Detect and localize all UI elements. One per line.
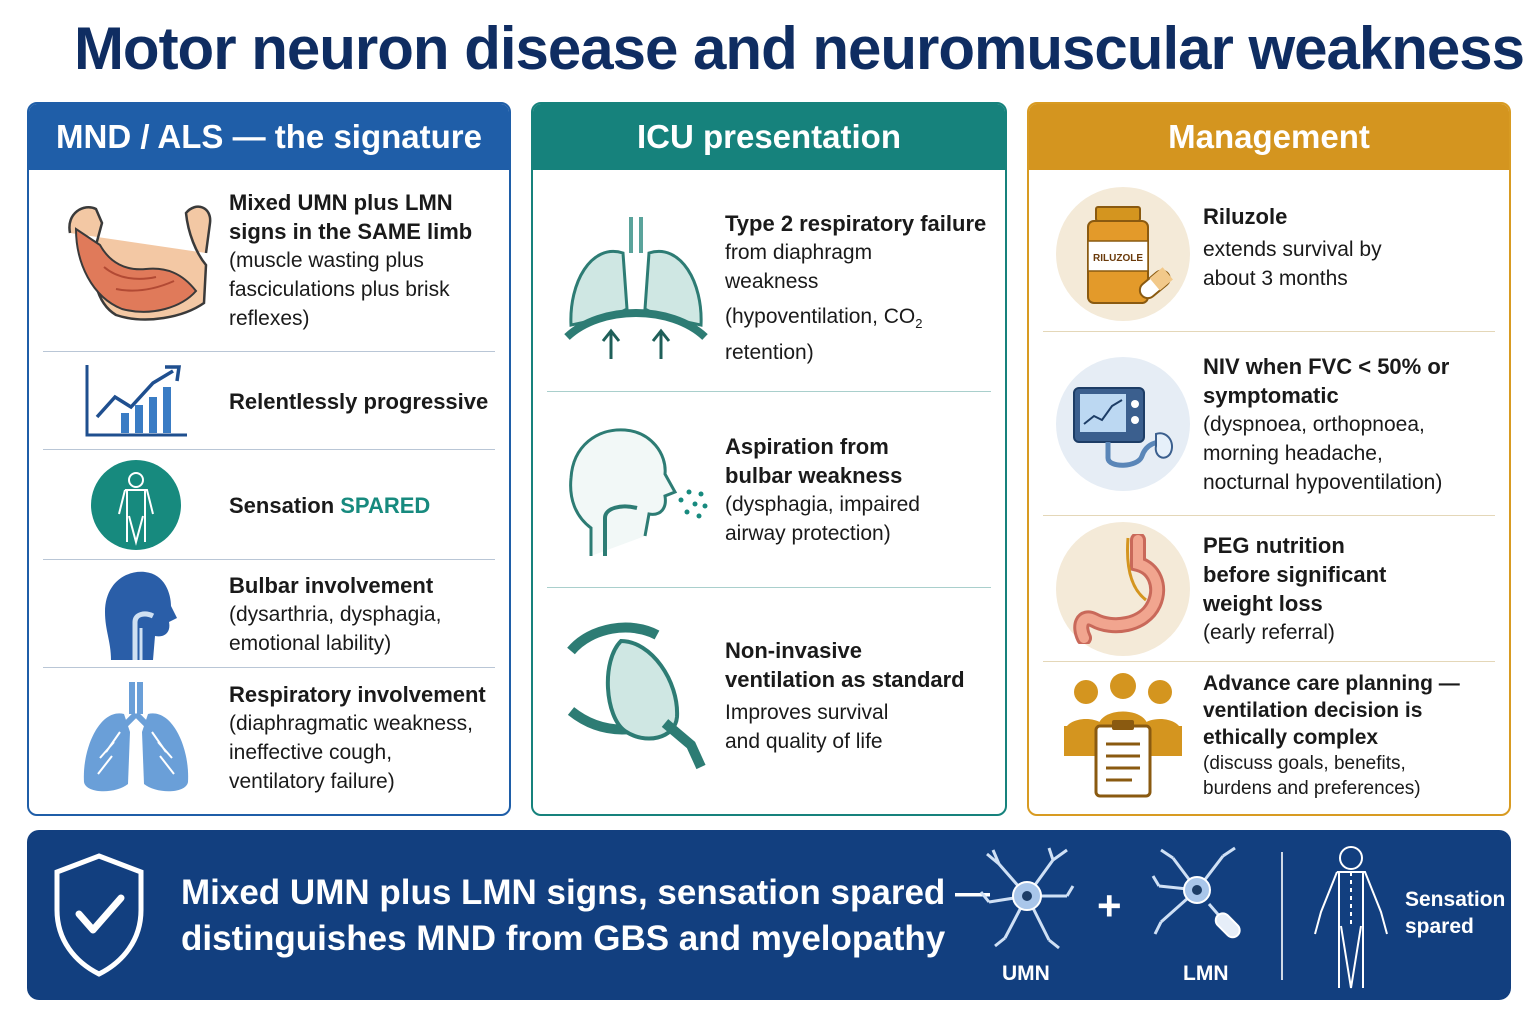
management-item-acp: Advance care planning — ventilation deci… [1043,662,1495,808]
signature-panel: MND / ALS — the signature Mixed UMN plus… [27,102,511,816]
banner-line-2: distinguishes MND from GBS and myelopath… [181,919,946,958]
body-figure-icon [43,458,229,552]
icu-item-resp-failure: Type 2 respiratory failure from diaphrag… [547,184,991,392]
rising-chart-icon [43,361,229,441]
management-heading: Management [1029,104,1509,170]
co2-subscript: 2 [915,316,923,332]
respiratory-label: Respiratory involvement [229,682,486,707]
riluzole-label: Riluzole [1203,203,1288,229]
bottle-label: RILUZOLE [1093,253,1143,264]
icu-item-niv: Non-invasive ventilation as standard Imp… [547,588,991,804]
mixed-signs-note: (muscle wasting plus fasciculations plus… [229,248,450,330]
progressive-label: Relentlessly progressive [229,388,489,414]
niv-mask-icon [547,621,725,771]
sensation-prefix: Sensation [229,492,341,518]
resp-failure-note-b: retention) [725,341,814,365]
lungs-diaphragm-icon [547,213,725,363]
peg-label: PEG nutrition before significant weight … [1203,533,1387,616]
spared-highlight: SPARED [340,492,431,518]
resp-failure-label: Type 2 respiratory failure [725,210,987,236]
umn-neuron-icon [979,846,1075,957]
plus-sign: + [1097,882,1122,929]
peg-note: (early referral) [1203,621,1335,644]
niv-criteria-note: (dyspnoea, orthopnoea, morning headache,… [1203,412,1443,494]
resp-failure-note-a: (hypoventilation, CO [725,304,916,328]
signature-item-mixed-signs: Mixed UMN plus LMN signs in the SAME lim… [43,174,495,352]
stomach-tube-icon [1043,522,1203,656]
management-panel: Management RILUZOLE Riluzole extends sur… [1027,102,1511,816]
aspiration-note: (dysphagia, impaired airway protection) [725,493,920,545]
banner-divider [1281,852,1283,980]
signature-item-sensation: Sensation SPARED [43,450,495,560]
summary-banner: Mixed UMN plus LMN signs, sensation spar… [27,830,1511,1000]
bulbar-note: (dysarthria, dysphagia, emotional labili… [229,602,442,655]
niv-note: Improves survival and quality of life [725,701,889,753]
mixed-signs-label: Mixed UMN plus LMN signs in the SAME lim… [229,189,473,244]
signature-item-respiratory: Respiratory involvement (diaphragmatic w… [43,668,495,808]
sensation-spared-label: Sensation spared [1405,888,1506,938]
icu-item-aspiration: Aspiration from bulbar weakness (dysphag… [547,392,991,588]
respiratory-note: (diaphragmatic weakness, ineffective cou… [229,712,473,793]
shield-check-icon [51,852,147,983]
icu-panel: ICU presentation Type 2 respiratory fail… [531,102,1007,816]
head-aspiration-icon [547,420,725,560]
umn-label: UMN [1002,962,1050,985]
aspiration-label: Aspiration from bulbar weakness [725,434,903,488]
riluzole-note: extends survival by about 3 months [1203,237,1382,290]
niv-label: Non-invasive ventilation as standard [725,638,965,692]
ventilator-icon [1043,357,1203,491]
management-item-peg: PEG nutrition before significant weight … [1043,516,1495,662]
signature-item-progressive: Relentlessly progressive [43,352,495,450]
resp-failure-line: from diaphragm weakness [725,240,873,293]
sensation-body-icon [1303,842,1399,997]
lmn-neuron-icon [1151,846,1251,957]
signature-item-bulbar: Bulbar involvement (dysarthria, dysphagi… [43,560,495,668]
people-clipboard-icon [1043,670,1203,800]
niv-criteria-label: NIV when FVC < 50% or symptomatic [1203,353,1450,408]
flexed-arm-icon [43,193,229,333]
lmn-label: LMN [1183,962,1229,985]
lungs-icon [43,678,229,798]
pill-bottle-icon: RILUZOLE [1043,187,1203,321]
signature-heading: MND / ALS — the signature [29,104,509,170]
acp-label: Advance care planning — ventilation deci… [1203,671,1460,749]
management-item-niv: NIV when FVC < 50% or symptomatic (dyspn… [1043,332,1495,516]
page-title: Motor neuron disease and neuromuscular w… [73,15,1525,82]
banner-line-1: Mixed UMN plus LMN signs, sensation spar… [181,873,991,912]
management-item-riluzole: RILUZOLE Riluzole extends survival by ab… [1043,176,1495,332]
icu-heading: ICU presentation [533,104,1005,170]
bulbar-label: Bulbar involvement [229,572,434,598]
head-throat-icon [43,566,229,662]
acp-note: (discuss goals, benefits, burdens and pr… [1203,752,1421,799]
